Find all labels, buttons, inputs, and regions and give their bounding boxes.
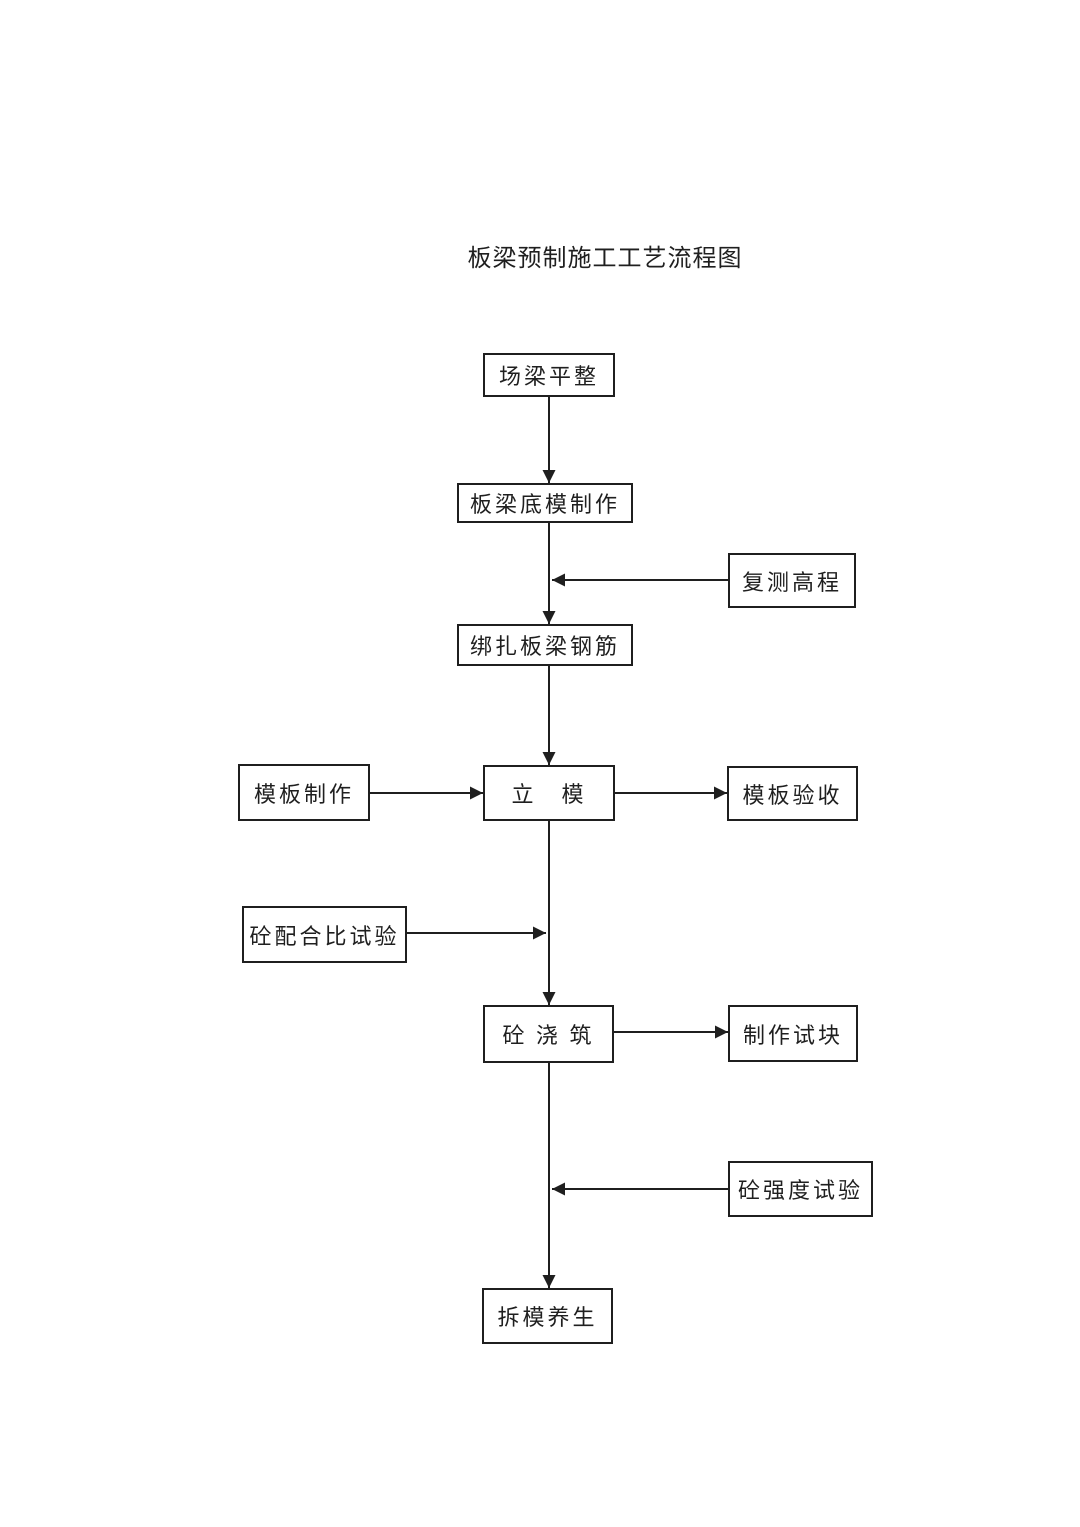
flow-node-formwork-acceptance: 模板验收 xyxy=(727,766,858,821)
flowchart-title: 板梁预制施工工艺流程图 xyxy=(467,246,743,272)
flow-node-formwork-making: 模板制作 xyxy=(238,764,370,821)
flow-node-elevation-recheck: 复测高程 xyxy=(728,553,856,608)
flow-node-concrete-pouring: 砼 浇 筑 xyxy=(483,1005,614,1063)
flow-node-rebar-tying: 绑扎板梁钢筋 xyxy=(457,624,633,666)
flow-node-mix-ratio-test: 砼配合比试验 xyxy=(242,906,407,963)
flow-node-bottom-form-making: 板梁底模制作 xyxy=(457,483,633,523)
flow-node-site-leveling: 场梁平整 xyxy=(483,353,615,397)
flow-node-strength-test: 砼强度试验 xyxy=(728,1161,873,1217)
flow-node-test-block-making: 制作试块 xyxy=(728,1005,858,1062)
flow-node-formwork-erection: 立 模 xyxy=(483,765,615,821)
flow-node-form-removal-curing: 拆模养生 xyxy=(482,1288,613,1344)
